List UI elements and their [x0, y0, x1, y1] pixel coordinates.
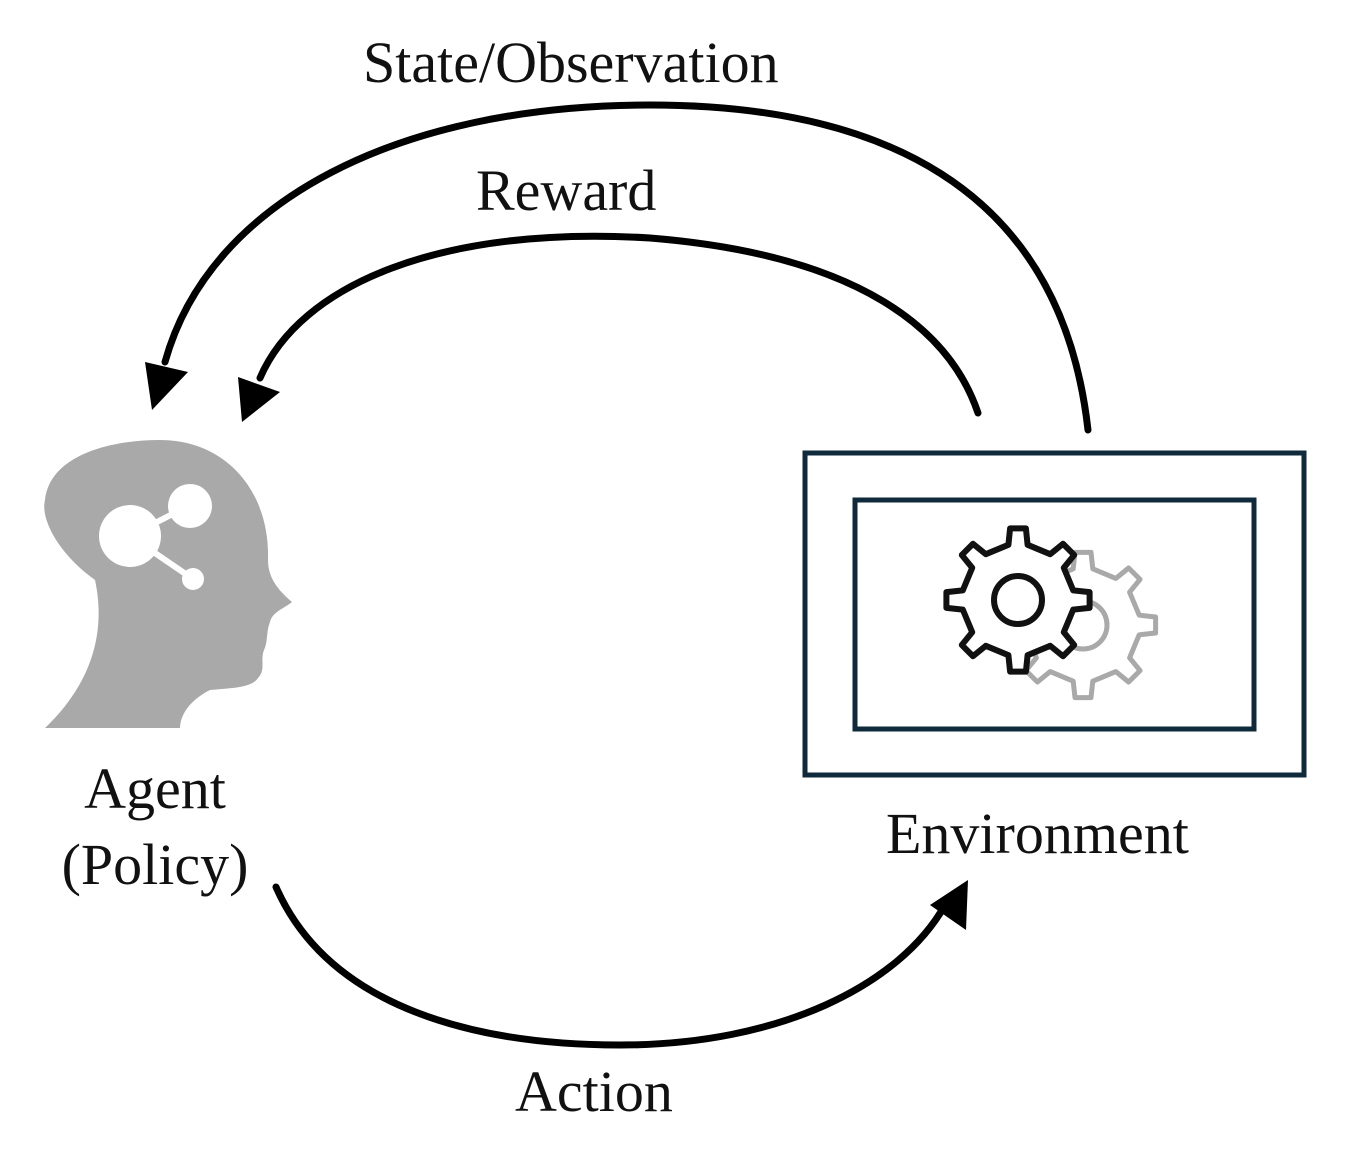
agent-label: Agent — [84, 756, 226, 821]
gears-icon — [943, 525, 1159, 701]
reward-arrow — [238, 232, 982, 422]
action-label: Action — [515, 1059, 673, 1124]
policy-label: (Policy) — [61, 832, 249, 897]
reward-label: Reward — [476, 158, 657, 223]
front-gear-icon — [943, 525, 1093, 675]
environment-box — [802, 450, 1307, 778]
head-network-icon — [44, 440, 292, 728]
environment-label: Environment — [886, 801, 1189, 866]
state-observation-arrow — [145, 101, 1092, 434]
state-observation-label: State/Observation — [363, 30, 779, 95]
action-arrow — [272, 880, 968, 1049]
